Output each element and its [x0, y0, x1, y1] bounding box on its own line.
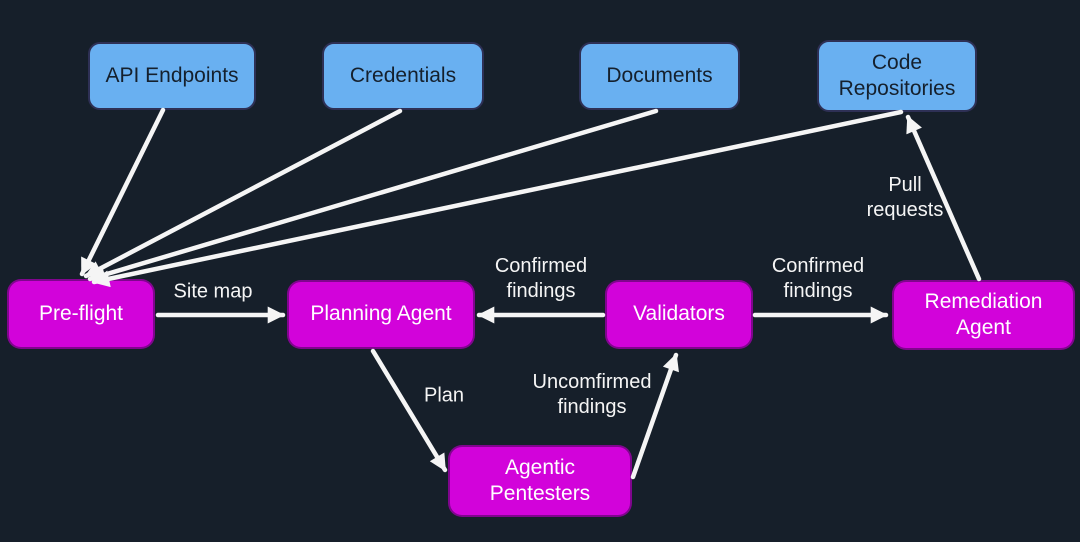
node-planning-agent-label: Planning Agent [310, 302, 452, 326]
node-code-repositories: Code Repositories [817, 40, 977, 112]
node-planning-agent: Planning Agent [287, 280, 475, 349]
edge-label-site-map: Site map [173, 280, 253, 303]
node-documents: Documents [579, 42, 740, 110]
node-agentic-pentesters: Agentic Pentesters [448, 445, 632, 517]
node-remediation-agent-label: Remediation Agent [924, 289, 1043, 339]
node-pre-flight: Pre-flight [7, 279, 155, 349]
edge-label-plan: Plan [423, 384, 465, 407]
edge-planning-agent-to-agentic-pentesters [370, 348, 448, 473]
node-api-endpoints-label: API Endpoints [105, 63, 239, 87]
node-validators-label: Validators [633, 302, 725, 326]
edge-credentials-to-pre-flight [83, 108, 403, 279]
edge-label-uncomfirmed-findings: Uncomfirmed findings [532, 371, 652, 418]
edge-label-pull-requests: Pull requests [866, 174, 944, 221]
node-documents-label: Documents [606, 63, 713, 87]
node-credentials-label: Credentials [349, 63, 457, 87]
edge-api-endpoints-to-pre-flight [79, 107, 166, 277]
node-validators: Validators [605, 280, 753, 349]
node-remediation-agent: Remediation Agent [892, 280, 1075, 350]
node-code-repositories-label: Code Repositories [838, 50, 956, 100]
edge-label-confirmed-findings-right: Confirmed findings [771, 255, 865, 302]
node-agentic-pentesters-label: Agentic Pentesters [489, 455, 591, 505]
node-credentials: Credentials [322, 42, 484, 110]
edge-label-confirmed-findings-left: Confirmed findings [494, 255, 588, 302]
node-pre-flight-label: Pre-flight [38, 301, 124, 325]
node-api-endpoints: API Endpoints [88, 42, 256, 110]
